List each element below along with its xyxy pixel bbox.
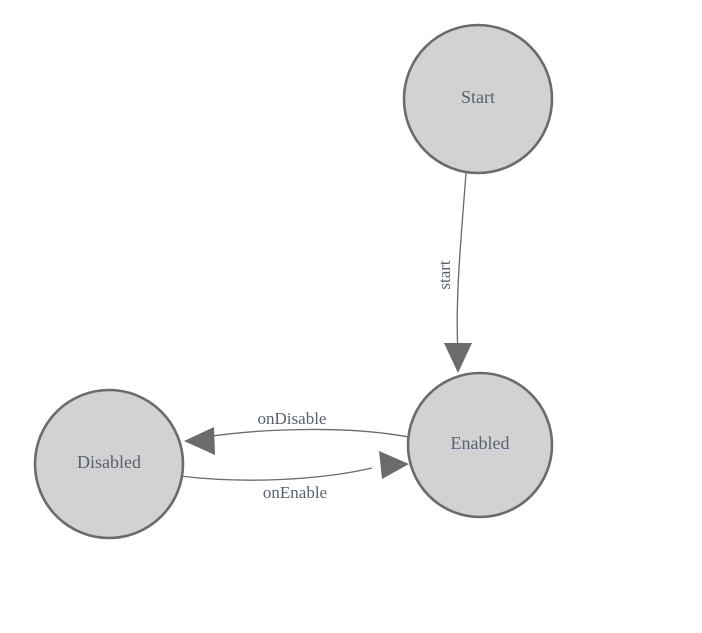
node-enabled-circle	[406, 371, 554, 519]
edge-label-on-enable: onEnable	[263, 483, 327, 502]
edge-disabled-to-enabled-path	[179, 467, 373, 481]
node-disabled[interactable]: Disabled	[33, 388, 185, 540]
node-start-label: Start	[461, 87, 495, 107]
node-enabled-label: Enabled	[451, 433, 510, 453]
edge-disabled-to-enabled-arrowhead	[379, 451, 409, 479]
edge-start-to-enabled[interactable]: start	[435, 172, 472, 373]
node-disabled-circle	[33, 388, 185, 540]
edge-label-start: start	[435, 260, 454, 290]
node-enabled[interactable]: Enabled	[406, 371, 554, 519]
node-start[interactable]: Start	[402, 23, 554, 175]
edge-label-on-disable: onDisable	[258, 409, 327, 428]
node-disabled-label: Disabled	[77, 452, 141, 472]
edge-start-to-enabled-path	[456, 172, 467, 353]
edge-enabled-to-disabled-path	[204, 428, 410, 438]
edge-enabled-to-disabled-arrowhead	[184, 427, 215, 455]
edge-enabled-to-disabled[interactable]: onDisable	[184, 409, 410, 455]
edge-start-to-enabled-arrowhead	[444, 343, 472, 373]
edge-disabled-to-enabled[interactable]: onEnable	[179, 451, 409, 502]
node-start-circle	[402, 23, 554, 175]
